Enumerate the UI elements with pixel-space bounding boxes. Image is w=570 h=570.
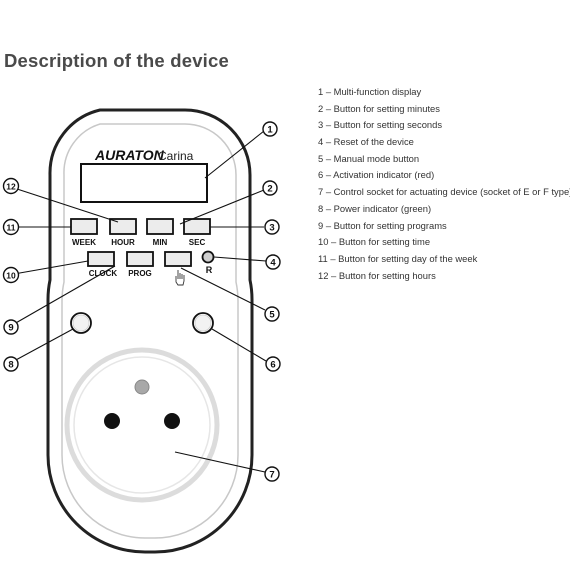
min-button[interactable] xyxy=(146,218,174,235)
legend-list: 1 – Multi-function display 2 – Button fo… xyxy=(318,84,570,284)
callout-12: 12 xyxy=(2,177,20,195)
svg-text:11: 11 xyxy=(7,223,16,233)
svg-text:6: 6 xyxy=(270,360,275,371)
legend-item: 12 – Button for setting hours xyxy=(318,269,436,281)
device-diagram: AURATON Carina WEEK HOUR MIN SEC CLOCK P… xyxy=(2,108,281,554)
brand-logo: AURATON xyxy=(94,147,165,163)
hour-button-label: HOUR xyxy=(111,238,135,247)
svg-text:1: 1 xyxy=(267,125,273,136)
prog-button[interactable] xyxy=(126,251,154,267)
svg-text:5: 5 xyxy=(269,310,275,321)
hour-button[interactable] xyxy=(109,218,137,235)
legend-item: 6 – Activation indicator (red) xyxy=(318,169,435,181)
callout-2: 2 xyxy=(262,180,278,196)
week-button-label: WEEK xyxy=(72,238,96,247)
reset-button[interactable] xyxy=(201,250,215,264)
legend-item: 9 – Button for setting programs xyxy=(318,219,447,231)
svg-text:3: 3 xyxy=(269,223,274,234)
hand-pointer-icon xyxy=(175,270,185,286)
reset-button-label: R xyxy=(206,265,213,275)
sec-button-label: SEC xyxy=(189,238,206,247)
power-indicator-inner xyxy=(72,314,90,332)
socket-earth-pin xyxy=(134,379,150,395)
min-button-label: MIN xyxy=(153,238,168,247)
leader-lines xyxy=(13,130,267,473)
page-title: Description of the device xyxy=(4,50,229,71)
callout-9: 9 xyxy=(3,319,19,335)
model-name: Carina xyxy=(158,149,194,163)
legend-item: 7 – Control socket for actuating device … xyxy=(318,186,570,198)
svg-text:2: 2 xyxy=(267,184,272,195)
legend-item: 1 – Multi-function display xyxy=(318,86,422,97)
callout-1: 1 xyxy=(262,121,278,137)
clock-button-label: CLOCK xyxy=(89,269,118,278)
legend-item: 2 – Button for setting minutes xyxy=(318,102,440,114)
legend-item: 11 – Button for setting day of the week xyxy=(318,252,478,264)
svg-text:10: 10 xyxy=(6,271,16,281)
socket-hole-right xyxy=(164,413,180,429)
svg-text:9: 9 xyxy=(8,323,13,334)
callout-6: 6 xyxy=(265,356,281,372)
legend-item: 3 – Button for setting seconds xyxy=(318,119,443,131)
callout-5: 5 xyxy=(264,306,280,322)
svg-text:12: 12 xyxy=(6,182,16,192)
svg-text:7: 7 xyxy=(269,470,274,481)
legend-item: 4 – Reset of the device xyxy=(318,136,414,148)
socket-hole-left xyxy=(104,413,120,429)
callout-7: 7 xyxy=(264,466,280,482)
svg-text:4: 4 xyxy=(270,258,276,269)
multi-function-display xyxy=(80,163,208,203)
legend-item: 5 – Manual mode button xyxy=(318,152,420,164)
legend-item: 10 – Button for setting time xyxy=(318,236,431,248)
callout-10: 10 xyxy=(2,266,20,284)
callout-8: 8 xyxy=(3,356,19,372)
svg-text:8: 8 xyxy=(8,360,13,371)
callout-3: 3 xyxy=(264,219,280,235)
control-socket xyxy=(64,347,220,503)
activation-indicator-inner xyxy=(194,314,212,332)
clock-button[interactable] xyxy=(87,251,115,267)
manual-mode-button[interactable] xyxy=(164,251,192,267)
legend-item: 8 – Power indicator (green) xyxy=(318,202,432,214)
prog-button-label: PROG xyxy=(128,269,152,278)
callout-11: 11 xyxy=(2,218,20,236)
callout-4: 4 xyxy=(265,254,281,270)
week-button[interactable] xyxy=(70,218,98,235)
